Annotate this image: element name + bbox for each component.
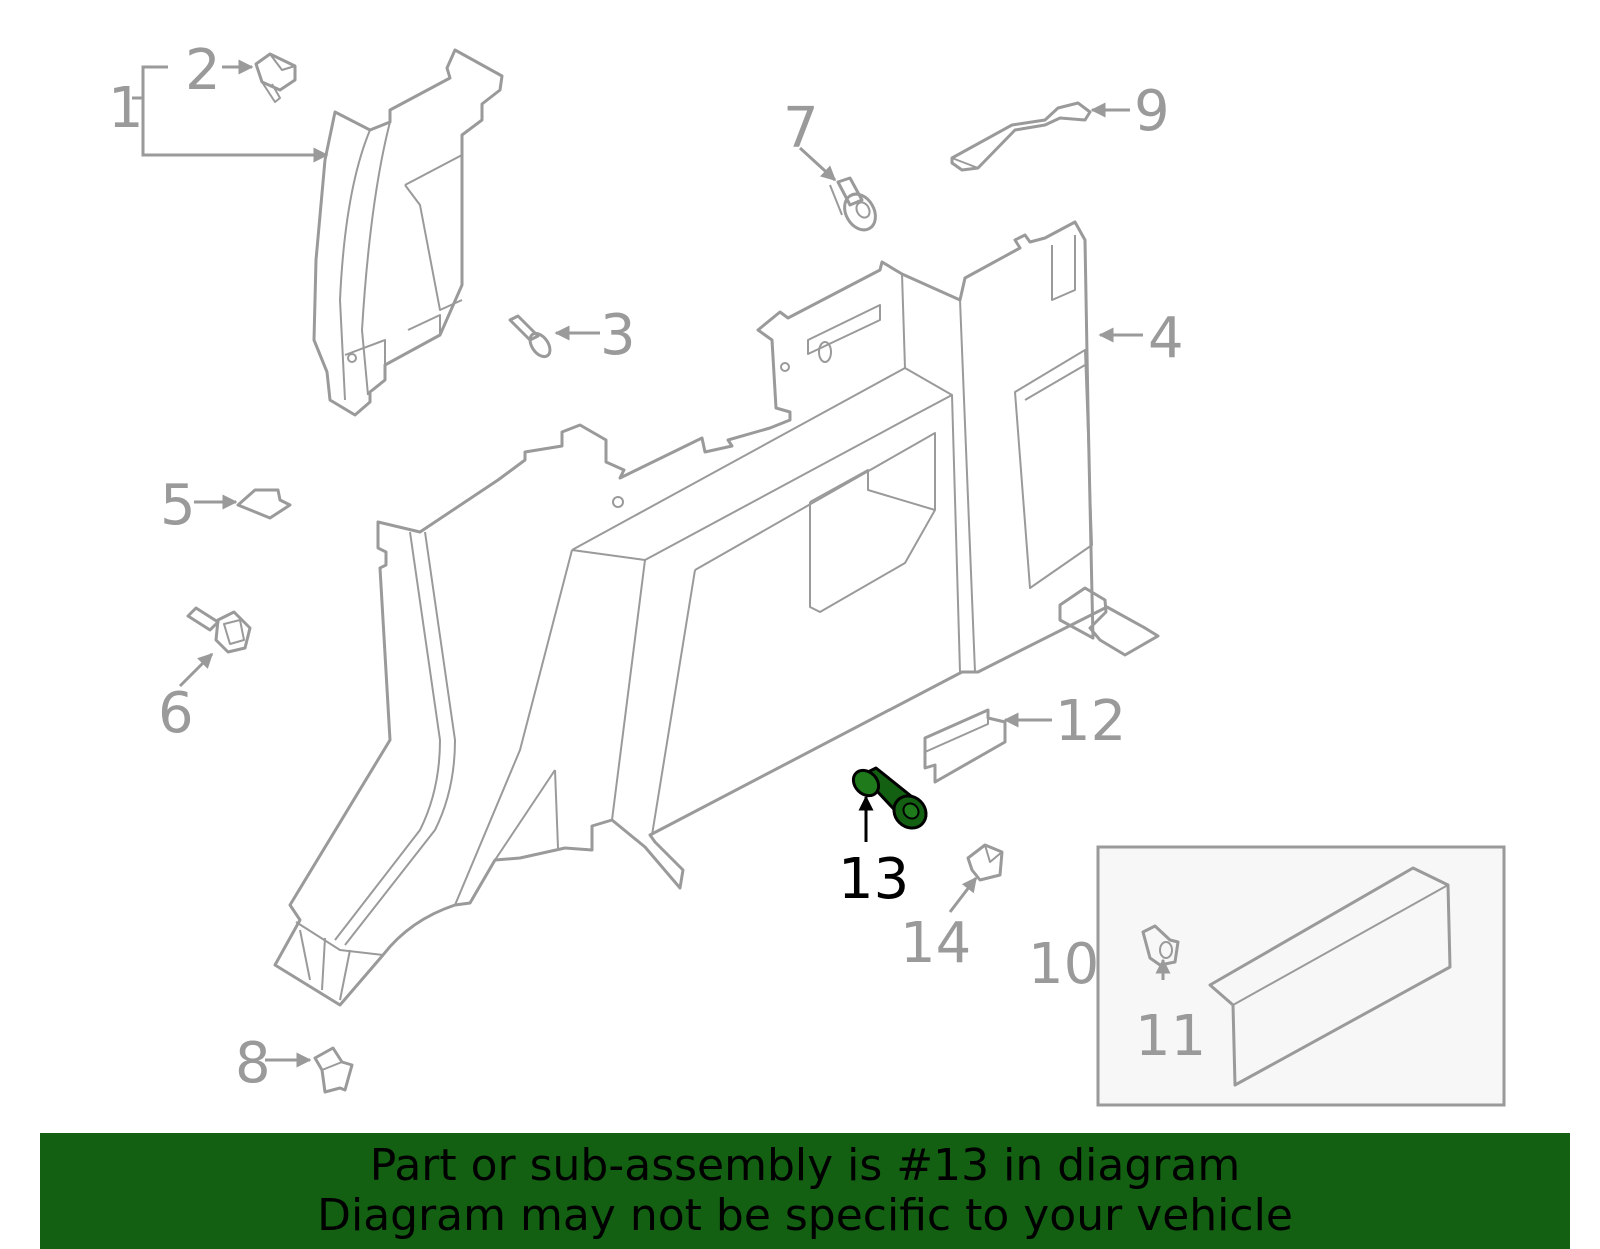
callout-3: 3 — [600, 303, 636, 368]
part-7-push-clip — [829, 176, 877, 232]
part-9-strap — [950, 101, 1092, 172]
info-banner: Part or sub-assembly is #13 in diagram D… — [40, 1133, 1570, 1249]
part-6-bolt — [186, 606, 252, 654]
callout-1: 1 — [108, 76, 144, 141]
banner-line-disclaimer: Diagram may not be specific to your vehi… — [317, 1190, 1293, 1241]
callout-5: 5 — [160, 473, 196, 538]
part-10-box — [1096, 845, 1506, 1107]
part-8-clip — [313, 1046, 354, 1094]
callout-4: 4 — [1148, 306, 1184, 371]
part-12-pad — [923, 708, 1007, 784]
callout-13-highlighted: 13 — [838, 847, 909, 912]
callout-2: 2 — [185, 38, 221, 103]
callout-numbers: 1 2 3 4 5 6 7 8 9 10 11 12 13 14 — [108, 38, 1206, 1096]
callout-10: 10 — [1028, 932, 1099, 997]
part-1-pillar-trim — [312, 48, 504, 417]
part-13-spacer-highlighted — [851, 766, 928, 830]
callout-9: 9 — [1134, 79, 1170, 144]
callout-6: 6 — [158, 681, 194, 746]
part-14-clip — [966, 843, 1004, 882]
callout-11: 11 — [1135, 1004, 1206, 1069]
part-5-clip — [236, 488, 292, 520]
part-11-push-clip — [1141, 924, 1180, 967]
callout-14: 14 — [900, 911, 971, 976]
banner-line-part-number: Part or sub-assembly is #13 in diagram — [369, 1140, 1241, 1191]
callout-8: 8 — [235, 1031, 271, 1096]
callout-7: 7 — [783, 96, 819, 161]
part-4-quarter-panel — [273, 220, 1160, 1007]
part-2-clip — [254, 52, 297, 103]
callout-leaders — [132, 59, 1171, 1068]
callout-12: 12 — [1055, 689, 1126, 754]
part-3-fastener — [508, 314, 552, 359]
